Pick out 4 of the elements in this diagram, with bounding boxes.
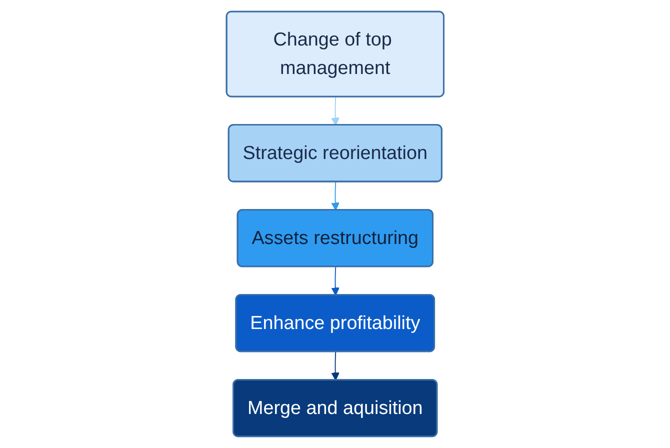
arrow bbox=[331, 96, 340, 126]
arrow bbox=[331, 182, 340, 211]
arrow bbox=[331, 351, 340, 381]
arrow bbox=[331, 266, 340, 296]
